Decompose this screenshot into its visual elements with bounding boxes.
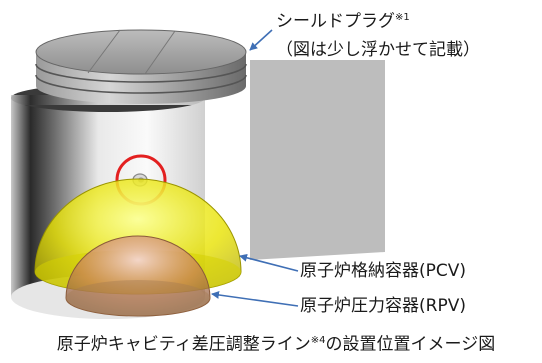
caption-text-b: の設置位置イメージ図 xyxy=(325,334,496,355)
shield-plug-note: （図は少し浮かせて記載） xyxy=(276,40,480,60)
arrow-rpv xyxy=(211,291,299,307)
caption-text-a: 原子炉キャビティ差圧調整ライン xyxy=(56,334,311,355)
arrow-shield-plug xyxy=(249,29,273,51)
shield-plug-text: シールドプラグ xyxy=(276,11,395,32)
shield-plug-footnote-mark: ※1 xyxy=(395,12,410,23)
rpv-label: 原子炉圧力容器(RPV) xyxy=(300,296,466,316)
arrow-pcv xyxy=(239,253,299,272)
rpv-dome-base xyxy=(66,280,210,316)
pcv-label: 原子炉格納容器(PCV) xyxy=(300,261,467,281)
shield-plug-label: シールドプラグ※1 xyxy=(276,13,410,31)
rpv-dome xyxy=(65,235,211,317)
background-wall-panel xyxy=(250,60,385,260)
caption-footnote-mark: ※4 xyxy=(310,335,326,346)
shield-plug xyxy=(35,29,247,104)
figure-caption: 原子炉キャビティ差圧調整ライン※4の設置位置イメージ図 xyxy=(16,336,536,354)
